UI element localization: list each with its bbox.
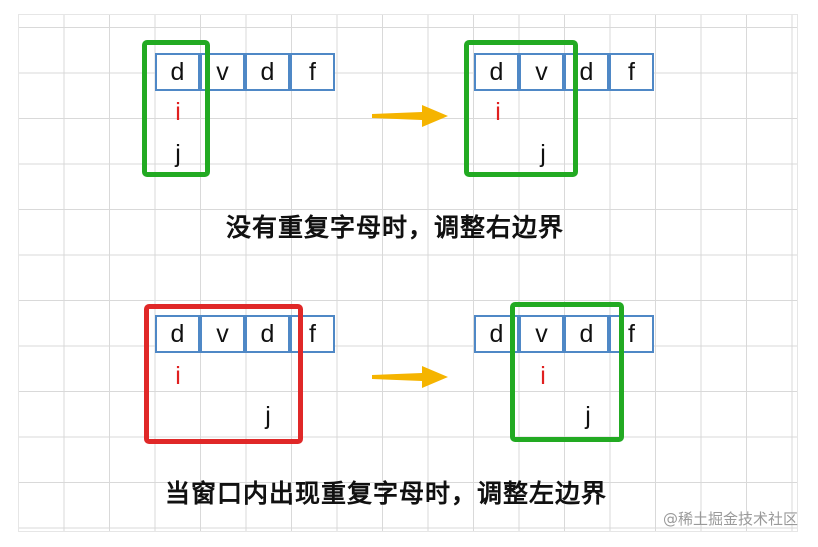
arrow-right-icon	[372, 366, 448, 388]
pointer-j: j	[585, 402, 591, 430]
letter-cell: v	[519, 53, 564, 91]
arrow-right-icon	[372, 105, 448, 127]
sliding-window	[510, 302, 624, 442]
letter-cell: d	[474, 53, 519, 91]
letter-cell: f	[290, 53, 335, 91]
pointer-i: i	[175, 362, 181, 390]
sliding-window	[464, 40, 578, 177]
bottom-caption: 当窗口内出现重复字母时，调整左边界	[165, 479, 608, 508]
pointer-i: i	[495, 98, 501, 126]
letter-cell: d	[155, 53, 200, 91]
letter-cell: d	[564, 53, 609, 91]
pointer-j: j	[540, 140, 546, 168]
pointer-j: j	[175, 140, 181, 168]
letter-cell: v	[200, 315, 245, 353]
letter-cell: d	[155, 315, 200, 353]
letter-cell: f	[290, 315, 335, 353]
letter-cell: f	[609, 315, 654, 353]
letter-cell: f	[609, 53, 654, 91]
grid-background	[18, 14, 798, 532]
pointer-i: i	[540, 362, 546, 390]
watermark: @稀土掘金技术社区	[662, 510, 798, 528]
top-caption: 没有重复字母时，调整右边界	[226, 213, 565, 242]
letter-cell: v	[519, 315, 564, 353]
letter-cell: d	[245, 315, 290, 353]
sliding-window	[142, 40, 210, 177]
sliding-window-duplicate	[144, 304, 303, 444]
pointer-j: j	[265, 402, 271, 430]
pointer-i: i	[175, 98, 181, 126]
letter-cell: d	[245, 53, 290, 91]
letter-cell: d	[564, 315, 609, 353]
